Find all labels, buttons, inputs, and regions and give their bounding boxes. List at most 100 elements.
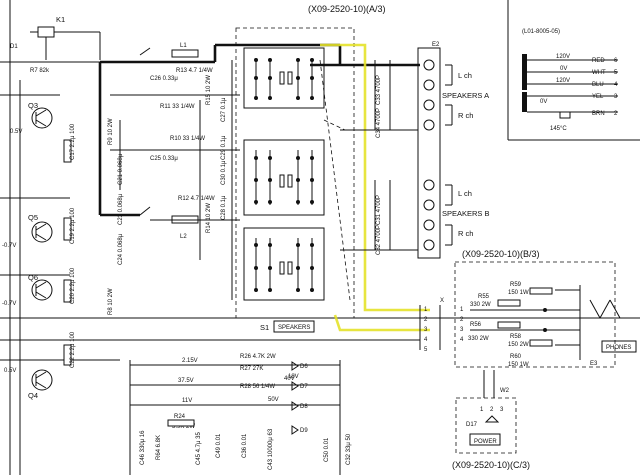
board-title-a: (X09-2520-10)(A/3): [308, 4, 386, 14]
r15-label: R15 10 2W: [206, 75, 212, 105]
v18-label: 18V: [288, 374, 299, 380]
v11-label: 11V: [182, 398, 192, 404]
spk-b-rch: R ch: [458, 229, 473, 238]
terminal-a-lch-minus: [423, 79, 435, 91]
c32b-label: C32 33μ 50: [346, 433, 352, 465]
terminal-b-rch-plus: [423, 219, 435, 231]
r26-label: R26 4.7K 2W: [240, 354, 276, 360]
c34-label: C34 4700P: [376, 108, 382, 138]
power-led-board: W2 1 2 3 D17 POWER: [455, 370, 517, 454]
inset-wire-2: WHT: [592, 70, 606, 76]
board-title-c: (X09-2520-10)(C/3): [452, 460, 530, 470]
r56-label: R56: [470, 322, 482, 328]
r59-label: R59: [510, 282, 522, 288]
inset-num-4: 3: [614, 94, 618, 100]
inset-title: (L01-8005-05): [522, 29, 560, 35]
q5-voltage: -0.7V: [2, 243, 16, 249]
s1-name-box: [273, 320, 315, 333]
diode-d7-icon: [291, 381, 299, 391]
terminal-a-rch-minus: [423, 119, 435, 131]
wire-num-5: 5: [424, 347, 428, 353]
q4-label: Q4: [28, 391, 38, 400]
led-d17-icon: [484, 415, 500, 423]
c25-label: C25 0.33μ: [150, 156, 178, 162]
highlight-trace: [320, 43, 430, 312]
l1-label: L1: [180, 43, 187, 49]
inset-wire-1: RED: [592, 58, 605, 64]
c17-label: C17 2.2μ 100: [70, 123, 76, 160]
speaker-selector-s1: S1 SPEAKERS: [235, 27, 355, 333]
wire-num-3b: 3: [460, 327, 464, 333]
r9-label: R9 10 2W: [108, 118, 114, 145]
r59-value: 150 1W: [508, 290, 529, 296]
c33-label: C33 4700P: [376, 75, 382, 105]
phones-label: PHONES: [606, 345, 631, 351]
inset-temp: 145°C: [550, 126, 567, 132]
d6-label: D6: [300, 364, 308, 370]
c19-label: C19 2.2μ 100: [70, 207, 76, 244]
spk-a-title: SPEAKERS A: [442, 91, 489, 100]
power-pin-1: 1: [480, 407, 484, 413]
r24-value: 3.9K 2W: [172, 424, 195, 430]
inset-wire-4: YEL: [592, 94, 604, 100]
board-title-b: (X09-2520-10)(B/3): [462, 249, 540, 259]
e2-label: E2: [432, 42, 440, 48]
wire-num-4b: 4: [460, 337, 464, 343]
r14-label: R14 10 2W: [206, 203, 212, 233]
transistor-q5: Q5 -0.7V: [2, 213, 53, 249]
d1-label: D1: [10, 44, 18, 50]
c30-label: C30 0.1μ: [221, 160, 227, 185]
inset-zero-volt: 0V: [540, 99, 547, 105]
transistor-q4-icon: [31, 369, 53, 391]
diode-d6-icon: [291, 361, 299, 371]
v40-label: 40V: [284, 376, 295, 382]
s1-deck-1: [243, 47, 325, 109]
d9-label: D9: [300, 428, 308, 434]
terminal-a-lch-plus: [423, 59, 435, 71]
wire-num-3: 3: [424, 327, 428, 333]
r60-label: R60: [510, 354, 522, 360]
c45-label: C45 4.7μ 35: [196, 432, 202, 465]
d8-label: D8: [300, 404, 308, 410]
switch-contact-a: [139, 47, 151, 56]
r27-label: R27 27K: [240, 366, 263, 372]
relay-k1: K1: [30, 15, 101, 60]
thermal-fuse-icon: [559, 111, 571, 119]
r58-value: 150 2W: [508, 342, 529, 348]
c24-label: C24 0.068μ: [118, 233, 124, 265]
s1-deck-2: [243, 139, 325, 216]
q6-label: Q6: [28, 273, 38, 282]
c20-label: C20 2.2μ 100: [70, 267, 76, 304]
r58-label: R58: [510, 334, 522, 340]
terminal-b-lch-minus: [423, 199, 435, 211]
power-label-box: [469, 433, 501, 446]
phones-board: X 1 2 3 4 5 1 2 3 4 R59 150 1W R55 330 2…: [419, 261, 637, 368]
c32-label: C32 4700P: [376, 225, 382, 255]
c26-label: C26 0.33μ: [150, 76, 178, 82]
c29-label: C29 0.1μ: [221, 135, 227, 160]
spk-b-title: SPEAKERS B: [442, 209, 490, 218]
v50-label: 50V: [268, 397, 279, 403]
q4-voltage: 0.5V: [4, 368, 16, 374]
inductor-l1-icon: [171, 49, 199, 58]
c28-label: C28 0.1μ: [221, 195, 227, 220]
inset-num-1: 6: [614, 58, 618, 64]
r60-value: 150 1W: [508, 362, 529, 368]
transistor-q3-icon: [31, 107, 53, 129]
transistor-q5-icon: [31, 221, 53, 243]
q6-voltage: -0.7V: [2, 301, 16, 307]
terminal-a-rch-plus: [423, 99, 435, 111]
terminal-capacitors: C33 4700P C34 4700P C31 4700P C32 4700P: [340, 60, 418, 255]
c22-label: C22 2.2μ 100: [70, 331, 76, 368]
inset-num-2: 5: [614, 70, 618, 76]
power-pin-3: 3: [500, 407, 504, 413]
s1-name: SPEAKERS: [278, 325, 310, 331]
r28-label: R28 56 1/4W: [240, 384, 275, 390]
wire-num-1: 1: [424, 307, 428, 313]
r64-label: R64 6.8K: [156, 435, 162, 460]
q5-label: Q5: [28, 213, 38, 222]
spk-a-lch: L ch: [458, 71, 472, 80]
q3-label: Q3: [28, 101, 38, 110]
